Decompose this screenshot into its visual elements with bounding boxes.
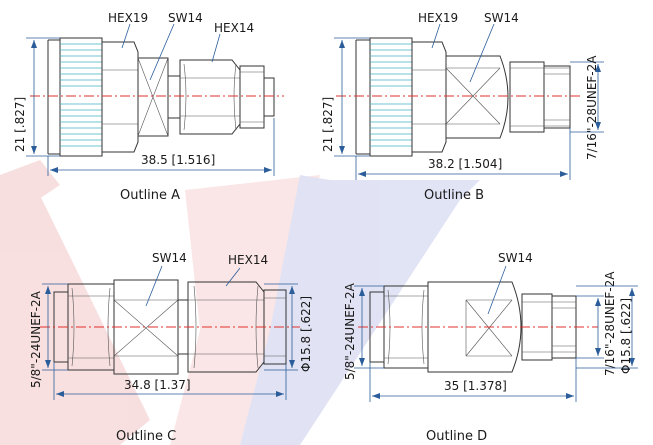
outline-a-length-label: 38.5 [1.516] (141, 153, 215, 167)
outline-d-right-thread-dim (576, 295, 604, 359)
outline-b-knurled-nut (355, 37, 413, 157)
outline-a-sw14-leader (149, 23, 175, 81)
outline-c: SW14 HEX14 5/8"-24UNEF-2A Φ15.8 [.622] 3… (29, 251, 313, 444)
outline-b-hex19 (411, 41, 447, 153)
outline-c-hex14-leader (225, 267, 241, 287)
outline-d-sw14-body (427, 281, 522, 373)
outline-d-left-thread-label: 5/8"-24UNEF-2A (343, 282, 357, 380)
outline-b-thread (509, 61, 571, 133)
outline-a-height-label: 21 [.827] (13, 97, 27, 152)
outline-a-sw14-label: SW14 (168, 11, 203, 25)
outline-c-length-label: 34.8 [1.37] (124, 378, 191, 392)
outline-d-sw14-label: SW14 (498, 251, 533, 265)
outline-b-sw14-label: SW14 (484, 11, 519, 25)
outline-a-height-dim (26, 37, 60, 157)
outline-c-diameter-dim (264, 283, 298, 371)
outline-c-sw14-label: SW14 (152, 251, 187, 265)
outline-d-right-thread-label: 7/16"-28UNEF-2A (603, 271, 617, 376)
outline-b-sw14-body (445, 55, 509, 139)
outline-b-height-label: 21 [.827] (321, 97, 335, 152)
outline-b-hex19-leader (431, 23, 441, 49)
outline-a-length-dim (47, 118, 275, 176)
outline-a-hex19 (101, 41, 139, 153)
watermark (0, 160, 480, 445)
outline-d-diameter-label: Φ15.8 [.622] (619, 298, 633, 374)
outline-b-sw14-leader (469, 23, 495, 83)
outline-c-thread-dim (42, 283, 68, 371)
outline-a-hex14-leader (211, 33, 221, 63)
outline-d-sw14-leader (487, 265, 507, 315)
outline-b-length-label: 38.2 [1.504] (428, 157, 502, 171)
outline-d-diameter-dim (576, 285, 638, 369)
outline-d-left-thread-dim (354, 285, 384, 369)
outline-c-length-dim (53, 362, 287, 400)
outline-d-right-thread (521, 293, 577, 361)
outline-d: SW14 5/8"-24UNEF-2A 7/16"-28UNEF-2A Φ15.… (343, 251, 638, 444)
outline-a: HEX19 SW14 HEX14 21 [.827] 38.5 [1.516] … (13, 11, 284, 203)
outline-b-length-dim (355, 128, 571, 180)
outline-c-thread-label: 5/8"-24UNEF-2A (29, 290, 43, 388)
outline-c-sw14-leader (145, 265, 163, 307)
outline-c-hex14-label: HEX14 (228, 253, 268, 267)
outline-a-hex14 (179, 59, 241, 135)
outline-d-length-dim (369, 358, 577, 402)
outline-d-caption: Outline D (426, 429, 487, 444)
outline-c-diameter-label: Φ15.8 [.622] (299, 296, 313, 372)
outline-b: HEX19 SW14 21 [.827] 7/16"-28UNEF-2A 38.… (321, 11, 604, 203)
outline-b-hex19-label: HEX19 (418, 11, 458, 25)
outline-a-hex14-label: HEX14 (214, 21, 254, 35)
outline-a-hex19-leader (121, 23, 131, 49)
outline-d-length-label: 35 [1.378] (444, 379, 507, 393)
outline-b-thread-label: 7/16"-28UNEF-2A (585, 55, 599, 160)
outline-b-height-dim (334, 37, 370, 157)
outline-b-caption: Outline B (424, 188, 484, 203)
outline-a-knurled-nut (47, 37, 103, 157)
outline-b-thread-dim (570, 61, 604, 133)
outline-c-caption: Outline C (116, 429, 176, 444)
outline-a-hex19-label: HEX19 (108, 11, 148, 25)
outline-a-sw14 (137, 57, 181, 137)
outline-a-pin (239, 65, 275, 129)
outline-a-caption: Outline A (120, 188, 180, 203)
